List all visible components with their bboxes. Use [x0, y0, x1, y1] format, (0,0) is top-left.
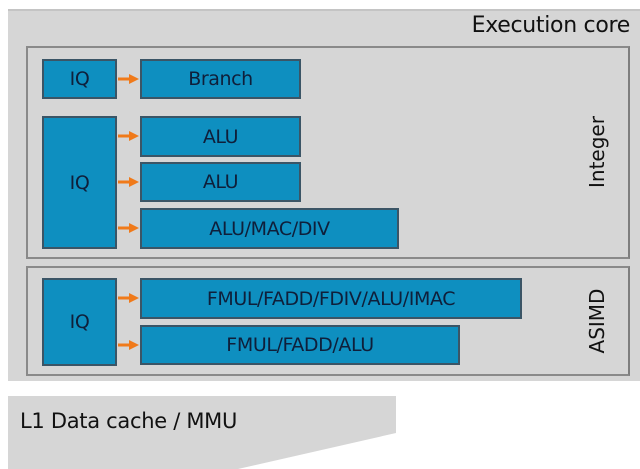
branch-issue-queue: IQ [42, 59, 117, 99]
branch-unit: Branch [140, 59, 301, 99]
integer-issue-queue: IQ [42, 116, 117, 249]
arrow-right-icon [118, 223, 139, 233]
execution-core-title: Execution core [471, 13, 631, 38]
integer-cluster-label: Integer [585, 116, 609, 188]
arrow-right-icon [118, 340, 139, 350]
arrow-right-icon [118, 131, 139, 141]
arrow-right-icon [118, 74, 139, 84]
asimd-cluster-label: ASIMD [585, 288, 609, 354]
asimd-issue-queue: IQ [42, 278, 117, 366]
fp-simd-unit: FMUL/FADD/ALU [140, 325, 460, 365]
l1-data-cache-shape [8, 396, 396, 469]
fp-simd-unit-full: FMUL/FADD/FDIV/ALU/IMAC [140, 278, 522, 319]
alu-unit: ALU [140, 116, 301, 157]
arrow-right-icon [118, 293, 139, 303]
alu-unit: ALU [140, 162, 301, 202]
arrow-right-icon [118, 177, 139, 187]
alu-mac-div-unit: ALU/MAC/DIV [140, 208, 399, 249]
l1-data-cache-label: L1 Data cache / MMU [20, 409, 238, 433]
